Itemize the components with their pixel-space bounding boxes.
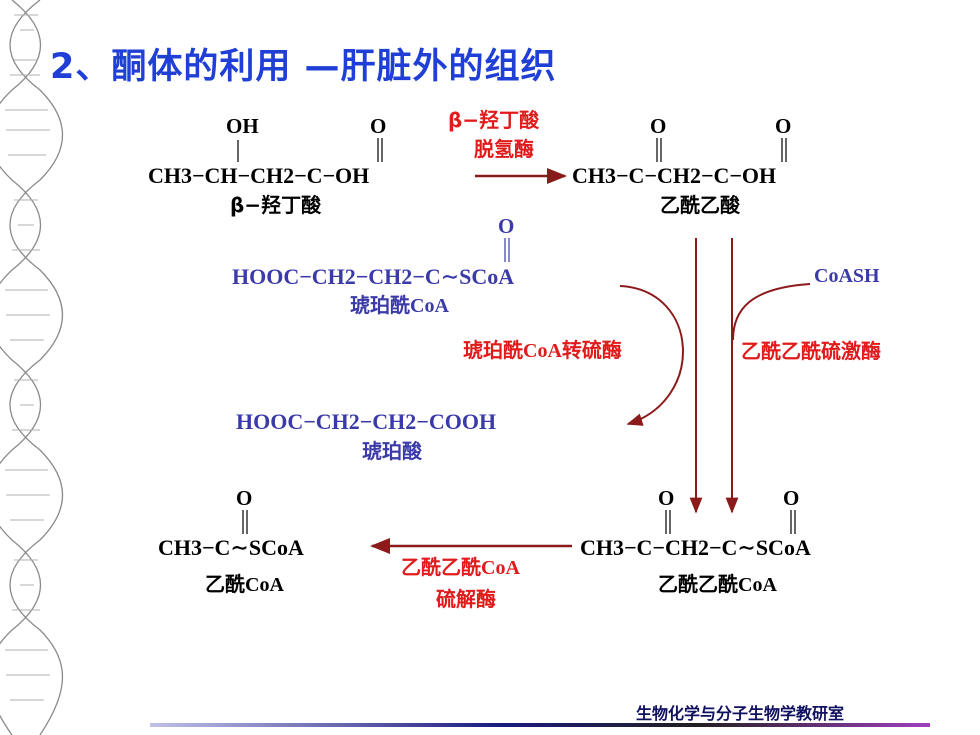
thiolase-label-line2: 硫解酶	[436, 587, 496, 611]
succinyl-coa-carbonyl-oxygen: O	[498, 214, 515, 238]
succinyl-coa-name: 琥珀酰CoA	[350, 295, 449, 317]
department-footer: 生物化学与分子生物学教研室	[636, 704, 845, 723]
acetyl-coa-formula: CH3−C∼SCoA	[158, 535, 304, 560]
thiolase-label-line1: 乙酰乙酰CoA	[401, 557, 520, 579]
substrate-carbonyl-oxygen: O	[370, 114, 387, 138]
succinate-formula: HOOC−CH2−CH2−COOH	[236, 409, 497, 434]
product-carbonyl-oxygen-2: O	[775, 114, 792, 138]
acac-coa-carbonyl-oxygen-1: O	[658, 486, 675, 510]
dna-helix-decoration	[0, 0, 64, 735]
dehydrogenase-label-line1: β−羟丁酸	[448, 108, 540, 132]
acetoacetyl-coa-formula: CH3−C−CH2−C∼SCoA	[580, 535, 811, 560]
succinate-name: 琥珀酸	[362, 439, 422, 463]
product-carbonyl-oxygen-1: O	[650, 114, 667, 138]
arrow-coash-in	[732, 283, 811, 341]
acetyl-coa-carbonyl-oxygen: O	[236, 486, 253, 510]
footer-gradient-bar	[150, 723, 930, 727]
acac-coa-carbonyl-oxygen-2: O	[783, 486, 800, 510]
arrow-succinyl-to-succinate	[619, 285, 684, 426]
transferase-label: 琥珀酰CoA转硫酶	[463, 340, 622, 362]
acetyl-coa-name: 乙酰CoA	[205, 574, 284, 596]
succinyl-coa-formula: HOOC−CH2−CH2−C∼SCoA	[232, 264, 515, 289]
beta-hydroxybutyrate-formula: CH3−CH−CH2−C−OH	[148, 163, 370, 188]
acetoacetate-formula: CH3−C−CH2−C−OH	[572, 163, 777, 188]
thiokinase-label: 乙酰乙酰硫激酶	[741, 339, 881, 363]
coash-label: CoASH	[814, 265, 880, 287]
beta-hydroxybutyrate-name: β−羟丁酸	[230, 193, 322, 217]
substrate-hydroxyl: OH	[226, 114, 259, 138]
acetoacetate-name: 乙酰乙酸	[660, 193, 740, 217]
acetoacetyl-coa-name: 乙酰乙酰CoA	[658, 574, 777, 596]
dehydrogenase-label-line2: 脱氢酶	[474, 137, 534, 161]
slide-title: 2、酮体的利用 —肝脏外的组织	[50, 47, 557, 87]
